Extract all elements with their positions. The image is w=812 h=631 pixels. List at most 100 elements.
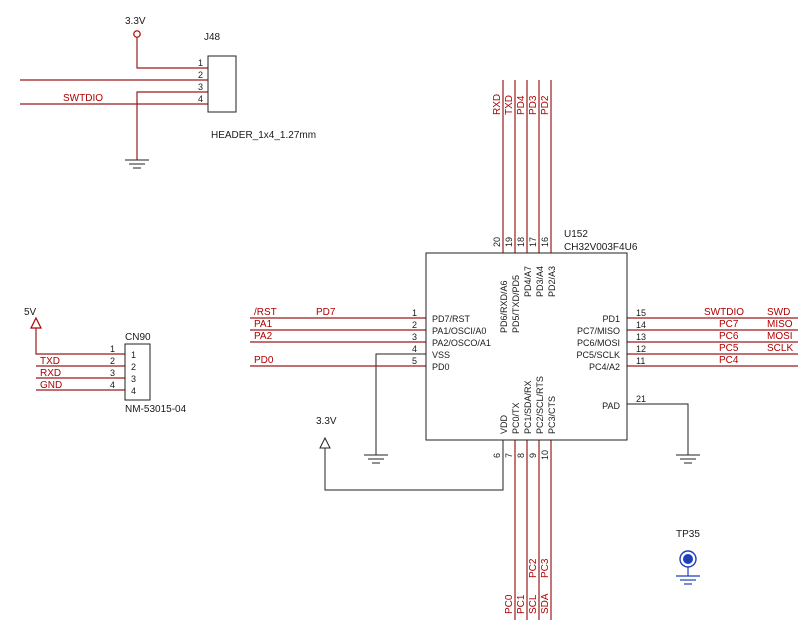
right-net-pc4: PC4 xyxy=(719,355,739,366)
top-net-pd2: PD2 xyxy=(540,95,551,115)
bottom-pin-6: 6 xyxy=(492,453,502,458)
pin-name-pd3: PD3/A4 xyxy=(535,266,545,297)
pin-name-pad: PAD xyxy=(602,401,620,411)
bottom-net-pc1: PC1 xyxy=(516,594,527,614)
left-pin-1: 1 xyxy=(412,308,417,318)
ground-icon xyxy=(676,575,700,585)
v33-label-top: 3.3V xyxy=(125,16,146,27)
pin-name-vdd: VDD xyxy=(499,414,509,434)
j48-wire-pin3 xyxy=(136,91,208,160)
cn90-net-txd: TXD xyxy=(40,356,60,367)
j48-value: HEADER_1x4_1.27mm xyxy=(211,130,316,141)
pin-name-pd4: PD4/A7 xyxy=(523,266,533,297)
pin-name-pd0: PD0 xyxy=(432,362,450,372)
right-net-pc7: PC7 xyxy=(719,319,739,330)
j48-pin-4: 4 xyxy=(198,94,203,104)
tp35-ref: TP35 xyxy=(676,529,700,540)
pin-name-pd2: PD2/A3 xyxy=(547,266,557,297)
left-net-pa2: PA2 xyxy=(254,331,273,342)
cn90-pin-2: 2 xyxy=(110,356,115,366)
v33-power-icon-bottom xyxy=(319,436,331,449)
cn90-inner-pin-1: 1 xyxy=(131,350,136,360)
top-net-pd3: PD3 xyxy=(528,95,539,115)
ground-icon xyxy=(364,454,388,464)
v33-label-bottom: 3.3V xyxy=(316,416,337,427)
pin-name-vss: VSS xyxy=(432,350,450,360)
cn90-pin-4: 4 xyxy=(110,380,115,390)
right-pin-11: 11 xyxy=(636,356,645,366)
j48-wire-pin1 xyxy=(136,37,208,69)
cn90-connector: 5V TXD RXD GND 1 2 3 4 1 2 3 4 CN90 NM-5… xyxy=(24,307,187,415)
u152-body xyxy=(425,252,628,441)
pin-name-pd5: PD5/TXD/PD5 xyxy=(511,275,521,333)
cn90-body xyxy=(124,343,151,401)
j48-header: 3.3V SWTDIO 1 2 3 4 J48 HEADER_1x4_1.27m… xyxy=(20,16,316,169)
ground-icon xyxy=(676,454,700,464)
cn90-inner-pin-2: 2 xyxy=(131,362,136,372)
u152-mcu: U152 CH32V003F4U6 RXD TXD PD4 PD3 PD2 20… xyxy=(250,80,798,620)
pin-name-pc7: PC7/MISO xyxy=(577,326,620,336)
left-pin-2: 2 xyxy=(412,320,417,330)
pin-name-pc6: PC6/MOSI xyxy=(577,338,620,348)
cn90-ref: CN90 xyxy=(125,332,151,343)
u152-right-pins: SWTDIO SWD PC7 MISO PC6 MOSI PC5 SCLK PC… xyxy=(627,307,798,464)
u152-left-pins: /RST PD7 PA1 PA2 PD0 1 2 3 4 5 xyxy=(250,307,426,464)
right-net-sclk: SCLK xyxy=(767,343,793,354)
j48-pin-1: 1 xyxy=(198,58,203,68)
cn90-wire-pin1 xyxy=(35,328,125,355)
right-net-swtdio: SWTDIO xyxy=(704,307,744,318)
pin-name-pc0: PC0/TX xyxy=(511,402,521,434)
right-pin-15: 15 xyxy=(636,308,646,318)
cn90-value: NM-53015-04 xyxy=(125,404,187,415)
j48-ref: J48 xyxy=(204,32,221,43)
right-pin-13: 13 xyxy=(636,332,646,342)
j48-pin-3: 3 xyxy=(198,82,203,92)
tp35-testpoint: TP35 xyxy=(676,529,700,585)
bottom-net-pc3: PC3 xyxy=(540,558,551,578)
j48-body xyxy=(207,55,237,113)
pin-name-pd1: PD1 xyxy=(602,314,620,324)
u152-value: CH32V003F4U6 xyxy=(564,242,638,253)
bottom-pin-10: 10 xyxy=(540,450,550,460)
top-net-txd: TXD xyxy=(504,95,515,115)
pin-name-pc2: PC2/SCL/RTS xyxy=(535,376,545,434)
cn90-inner-pin-4: 4 xyxy=(131,386,136,396)
testpoint-dot-icon xyxy=(683,554,693,564)
right-pin-21: 21 xyxy=(636,394,646,404)
bottom-net-pc2: PC2 xyxy=(528,558,539,578)
top-net-pd4: PD4 xyxy=(516,95,527,115)
pin-name-pc3: PC3/CTS xyxy=(547,396,557,434)
pin-name-pd7: PD7/RST xyxy=(432,314,471,324)
top-pin-16: 16 xyxy=(540,237,550,247)
bottom-net-sda: SDA xyxy=(540,593,551,614)
right-pin-12: 12 xyxy=(636,344,646,354)
pin-name-pa2: PA2/OSCO/A1 xyxy=(432,338,491,348)
bottom-net-scl: SCL xyxy=(528,594,539,614)
cn90-pin-1: 1 xyxy=(110,344,115,354)
left-pin-4: 4 xyxy=(412,344,417,354)
bottom-net-pc0: PC0 xyxy=(504,594,515,614)
top-pin-17: 17 xyxy=(528,237,538,247)
left-net-pa1: PA1 xyxy=(254,319,273,330)
left-net-rst: /RST xyxy=(254,307,277,318)
pin-name-pc5: PC5/SCLK xyxy=(576,350,620,360)
right-pin-14: 14 xyxy=(636,320,646,330)
bottom-pin-9: 9 xyxy=(528,453,538,458)
top-pin-18: 18 xyxy=(516,237,526,247)
left-pin-5: 5 xyxy=(412,356,417,366)
ground-icon xyxy=(125,159,149,169)
right-net-pc5: PC5 xyxy=(719,343,739,354)
right-net-swd: SWD xyxy=(767,307,790,318)
cn90-net-rxd: RXD xyxy=(40,368,61,379)
right-net-miso: MISO xyxy=(767,319,793,330)
bottom-pin-8: 8 xyxy=(516,453,526,458)
pin-name-pc1: PC1/SDA/RX xyxy=(523,380,533,434)
top-pin-20: 20 xyxy=(492,237,502,247)
v33-power-icon xyxy=(133,30,141,38)
u152-top-pins: RXD TXD PD4 PD3 PD2 20 19 18 17 16 xyxy=(492,80,552,253)
right-net-pc6: PC6 xyxy=(719,331,739,342)
pin-name-pa1: PA1/OSCI/A0 xyxy=(432,326,486,336)
left-net-pd7: PD7 xyxy=(316,307,336,318)
v5-label: 5V xyxy=(24,307,37,318)
pin-name-pd6: PD6/RXD/A6 xyxy=(499,280,509,333)
